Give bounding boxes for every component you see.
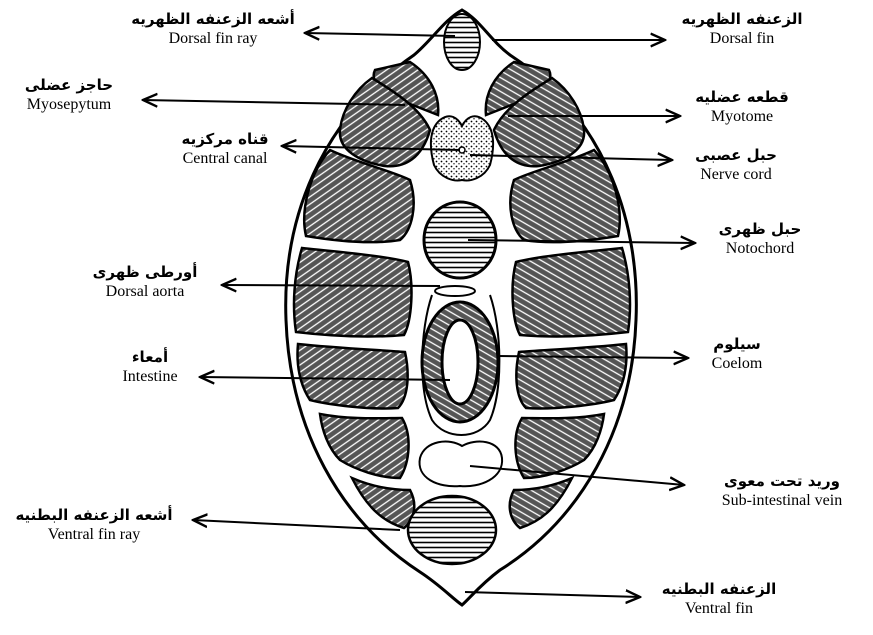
label-ventral-fin-ray-en: Ventral fin ray xyxy=(2,527,186,543)
label-ventral-fin: الزعنفه البطنيه Ventral fin xyxy=(644,582,794,617)
label-dorsal-fin-en: Dorsal fin xyxy=(672,31,812,47)
dorsal-aorta-shape xyxy=(435,286,475,296)
label-myoseptum-en: Myosepytum xyxy=(6,97,132,113)
dorsal-fin-ray-shape xyxy=(444,14,480,70)
label-myotome-ar: قطعه عضليه xyxy=(682,90,802,105)
arrow-dorsal-aorta xyxy=(222,285,440,286)
label-myotome: قطعه عضليه Myotome xyxy=(682,90,802,125)
label-notochord: حبل ظهرى Notochord xyxy=(700,222,820,257)
label-intestine-en: Intestine xyxy=(105,369,195,385)
label-central-canal-en: Central canal xyxy=(160,151,290,167)
label-ventral-fin-ray: أشعه الزعنفه البطنيه Ventral fin ray xyxy=(2,508,186,543)
label-ventral-fin-en: Ventral fin xyxy=(644,601,794,617)
label-notochord-ar: حبل ظهرى xyxy=(700,222,820,237)
label-sub-intestinal-vein-en: Sub-intestinal vein xyxy=(696,493,868,509)
label-dorsal-aorta-ar: أورطى ظهرى xyxy=(80,265,210,280)
label-dorsal-fin-ray: أشعه الزعنفه الظهريه Dorsal fin ray xyxy=(118,12,308,47)
label-nerve-cord-en: Nerve cord xyxy=(676,167,796,183)
label-dorsal-aorta-en: Dorsal aorta xyxy=(80,284,210,300)
label-coelom: سيلوم Coelom xyxy=(692,337,782,372)
label-ventral-fin-ar: الزعنفه البطنيه xyxy=(644,582,794,597)
label-central-canal-ar: قناه مركزيه xyxy=(160,132,290,147)
intestine-lumen xyxy=(442,320,478,404)
label-notochord-en: Notochord xyxy=(700,241,820,257)
ventral-fin-ray-shape xyxy=(408,496,496,564)
label-nerve-cord-ar: حبل عصبى xyxy=(676,148,796,163)
label-sub-intestinal-vein-ar: وريد تحت معوى xyxy=(696,474,868,489)
label-dorsal-aorta: أورطى ظهرى Dorsal aorta xyxy=(80,265,210,300)
label-myoseptum: حاجز عضلى Myosepytum xyxy=(6,78,132,113)
label-central-canal: قناه مركزيه Central canal xyxy=(160,132,290,167)
label-intestine-ar: أمعاء xyxy=(105,350,195,365)
label-myoseptum-ar: حاجز عضلى xyxy=(6,78,132,93)
sub-intestinal-vein-shape xyxy=(420,442,503,487)
label-sub-intestinal-vein: وريد تحت معوى Sub-intestinal vein xyxy=(696,474,868,509)
label-dorsal-fin: الزعنفه الظهريه Dorsal fin xyxy=(672,12,812,47)
label-coelom-en: Coelom xyxy=(692,356,782,372)
arrow-ventral-fin xyxy=(465,592,640,597)
label-ventral-fin-ray-ar: أشعه الزعنفه البطنيه xyxy=(2,508,186,523)
label-dorsal-fin-ray-ar: أشعه الزعنفه الظهريه xyxy=(118,12,308,27)
label-nerve-cord: حبل عصبى Nerve cord xyxy=(676,148,796,183)
label-myotome-en: Myotome xyxy=(682,109,802,125)
label-dorsal-fin-ray-en: Dorsal fin ray xyxy=(118,31,308,47)
label-intestine: أمعاء Intestine xyxy=(105,350,195,385)
label-dorsal-fin-ar: الزعنفه الظهريه xyxy=(672,12,812,27)
label-coelom-ar: سيلوم xyxy=(692,337,782,352)
